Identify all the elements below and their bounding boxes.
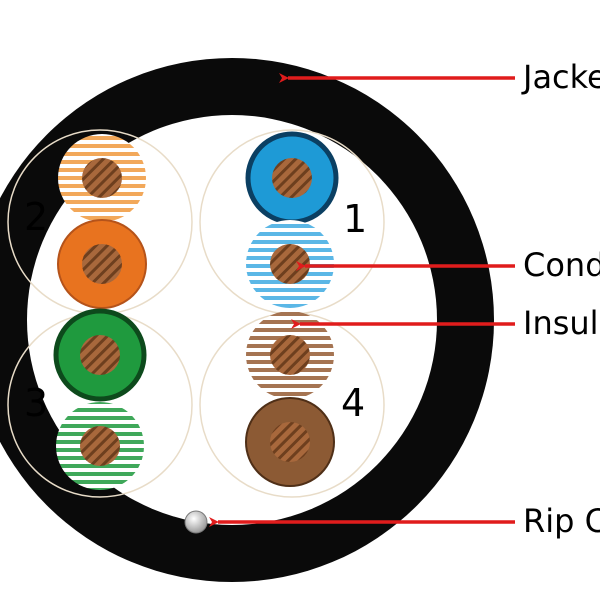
conductor: [272, 158, 312, 198]
jacket-label: Jacket: [521, 58, 600, 96]
conductor: [82, 158, 122, 198]
conductor: [82, 244, 122, 284]
pair-4-number: 4: [341, 381, 365, 425]
conductor: [80, 335, 120, 375]
conductor: [80, 426, 120, 466]
pair-2: [57, 134, 147, 309]
conductor: [270, 422, 310, 462]
conductor: [270, 335, 310, 375]
rip-cord: [184, 510, 208, 534]
pair-1-number: 1: [343, 197, 367, 241]
pair-2-number: 2: [24, 195, 48, 239]
conductor: [270, 244, 310, 284]
rip-cord-label: Rip Cord: [523, 502, 600, 540]
conductor-label: Conductor: [523, 246, 600, 284]
pair-3-number: 3: [24, 381, 48, 425]
pair-3: [53, 308, 147, 490]
callout-arrows: [209, 73, 515, 527]
pair-1: [245, 131, 339, 308]
pair-4: [245, 311, 335, 487]
insulation-label: Insulation: [523, 304, 600, 342]
